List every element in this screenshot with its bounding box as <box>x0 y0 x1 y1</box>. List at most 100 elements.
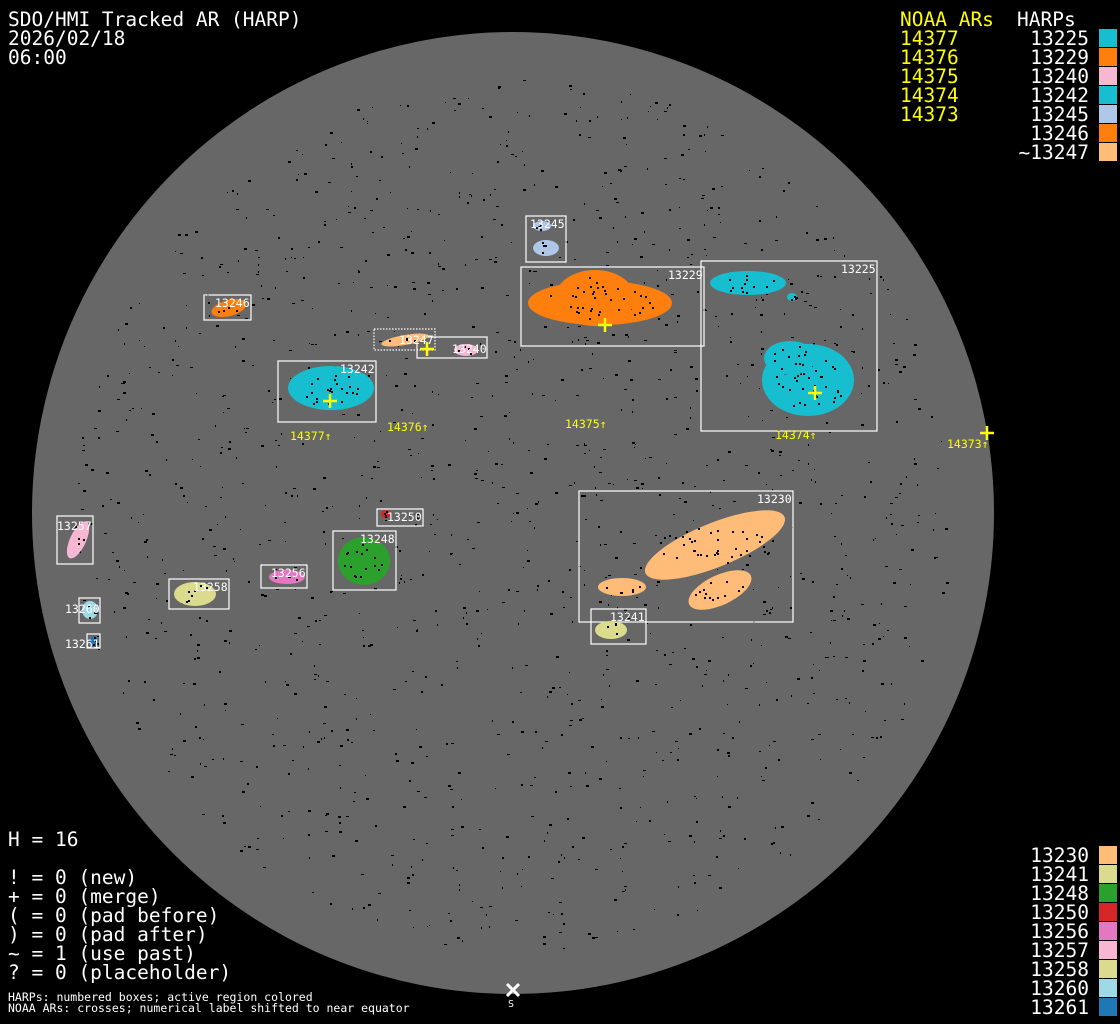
harp-box-label: 13242 <box>340 362 375 376</box>
noaa-cross-icon <box>598 318 612 332</box>
harp-color-swatch <box>1099 960 1117 978</box>
harp-box[interactable] <box>578 490 794 623</box>
active-region-patch <box>787 293 797 301</box>
noaa-legend-heading: NOAA ARs <box>900 8 994 31</box>
harp-box-label: 13230 <box>757 492 792 506</box>
harp-color-swatch <box>1099 979 1117 997</box>
harp-box-label: 13247 <box>399 333 434 347</box>
footnote-harps: HARPs: numbered boxes; active region col… <box>8 990 313 1004</box>
noaa-crosses <box>323 318 994 440</box>
harp-legend-item: 13225 <box>1030 27 1089 50</box>
harp-box[interactable] <box>373 328 436 351</box>
noaa-region-label: 14377↑ <box>290 429 332 443</box>
harp-box-label: 13245 <box>530 217 565 231</box>
active-region-patch <box>174 582 216 606</box>
harp-box-label: 13257 <box>57 519 92 533</box>
harp-region <box>376 508 424 527</box>
harp-box[interactable] <box>260 564 308 589</box>
harp-color-swatch <box>1099 67 1117 85</box>
noaa-region-label: 14376↑ <box>387 420 429 434</box>
harp-legend-item: 13245 <box>1030 103 1089 126</box>
noaa-region-label: 14373↑ <box>947 437 989 451</box>
harp-region <box>373 328 436 351</box>
harp-color-swatch <box>1099 884 1117 902</box>
harp-box[interactable] <box>525 215 567 263</box>
harp-legend-item: 13261 <box>1030 996 1089 1019</box>
noaa-region-label: 14374↑ <box>775 428 817 442</box>
harp-box[interactable] <box>78 597 101 624</box>
active-region-patch <box>381 333 429 347</box>
harp-region <box>168 578 230 610</box>
harp-color-swatch <box>1099 846 1117 864</box>
harp-box-label: 13241 <box>610 610 645 624</box>
harp-box-label: 13240 <box>452 342 487 356</box>
time-label: 06:00 <box>8 46 67 69</box>
harp-region <box>56 515 94 565</box>
noaa-cross-icon <box>420 342 434 356</box>
harp-legend-item: 13229 <box>1030 46 1089 69</box>
harp-color-swatch <box>1099 922 1117 940</box>
harp-region <box>78 597 101 624</box>
date-label: 2026/02/18 <box>8 27 126 50</box>
harp-box-label: 13229 <box>668 268 703 282</box>
status-count-line: + = 0 (merge) <box>8 885 161 908</box>
harp-box-label: 13261 <box>65 637 100 651</box>
south-pole-marker-icon <box>505 982 521 998</box>
harp-box-label: 13256 <box>271 566 306 580</box>
harp-box-label: 13248 <box>360 532 395 546</box>
harp-legend-item: ~13247 <box>1018 141 1089 164</box>
harp-region <box>590 608 647 645</box>
south-label: S <box>508 999 515 1010</box>
active-region-patch <box>595 621 627 639</box>
harp-box-label: 13250 <box>387 510 422 524</box>
harp-legend-heading: HARPs <box>1017 8 1076 31</box>
harp-color-swatch <box>1099 124 1117 142</box>
harp-region <box>416 336 488 359</box>
active-region-patch <box>533 240 559 256</box>
harp-legend-item: 13242 <box>1030 84 1089 107</box>
noaa-legend-item: 14375 <box>900 65 959 88</box>
harp-box-label: 13246 <box>215 296 250 310</box>
status-count-line: ? = 0 (placeholder) <box>8 961 232 984</box>
harp-box[interactable] <box>277 360 377 423</box>
harp-legend-item: 13248 <box>1030 882 1089 905</box>
harp-color-swatch <box>1099 865 1117 883</box>
status-count-line: ) = 0 (pad after) <box>8 923 208 946</box>
noaa-region-label: 14375↑ <box>565 417 607 431</box>
harp-legend-item: 13257 <box>1030 939 1089 962</box>
footnote-noaa: NOAA ARs: crosses; numerical label shift… <box>8 1001 410 1015</box>
harp-region <box>525 215 567 263</box>
harp-box[interactable] <box>416 336 488 359</box>
harp-box[interactable] <box>203 294 252 321</box>
harp-region <box>520 266 705 347</box>
harp-region <box>260 564 308 589</box>
status-count-line: ! = 0 (new) <box>8 866 138 889</box>
harp-box[interactable] <box>86 633 101 649</box>
harp-region <box>578 490 794 623</box>
harp-box-label: 13258 <box>193 580 228 594</box>
noaa-legend-item: 14377 <box>900 27 959 50</box>
harp-box[interactable] <box>168 578 230 610</box>
harp-box-label: 13260 <box>65 602 100 616</box>
page-title: SDO/HMI Tracked AR (HARP) <box>8 8 302 31</box>
harp-region <box>332 530 397 591</box>
harp-box[interactable] <box>590 608 647 645</box>
noaa-cross-icon <box>323 394 337 408</box>
harp-color-swatch <box>1099 29 1117 47</box>
noaa-cross-icon <box>980 426 994 440</box>
harp-box[interactable] <box>332 530 397 591</box>
noaa-cross-icon <box>808 386 822 400</box>
harp-region <box>86 633 101 649</box>
harp-legend-item: 13250 <box>1030 901 1089 924</box>
harp-color-swatch <box>1099 105 1117 123</box>
harp-box[interactable] <box>56 515 94 565</box>
harp-box[interactable] <box>376 508 424 527</box>
harp-box[interactable] <box>520 266 705 347</box>
active-region-patch <box>710 271 786 295</box>
harp-legend-item: 13241 <box>1030 863 1089 886</box>
harp-count: H = 16 <box>8 828 79 851</box>
active-region-patch <box>644 510 786 580</box>
harp-box-label: 13225 <box>841 262 876 276</box>
harp-color-swatch <box>1099 143 1117 161</box>
